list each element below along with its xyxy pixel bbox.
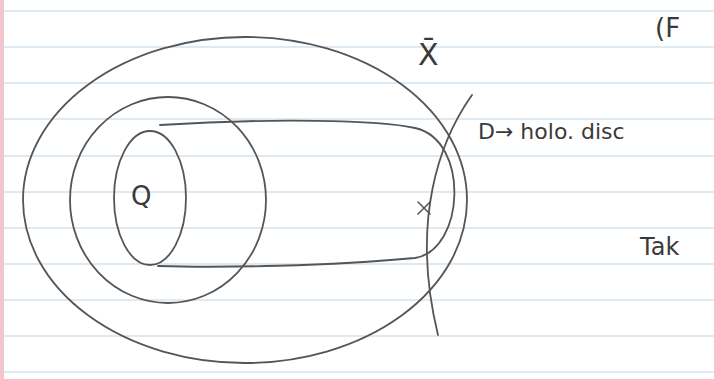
ruled-line [0,227,714,228]
note-text: (F [655,14,680,43]
node-label: X̄ [418,38,439,71]
inner-oval: Q [113,130,187,266]
cylinder-loop [158,121,454,267]
oval-line [114,131,186,265]
oval-outline [20,30,490,370]
ruled-line [0,371,714,372]
ruled-line [0,335,714,336]
disc-label: D→ holo. disc [478,120,625,144]
ruled-line [0,191,714,192]
ruled-line [0,155,714,156]
ruled-line [0,263,714,264]
ruled-line [0,299,714,300]
note-text: Tak [640,234,679,260]
middle-oval [70,97,266,303]
node-label: Q [131,182,151,211]
ruled-line [0,46,714,47]
ruled-line [0,82,714,83]
cross-mark [418,202,430,214]
ruled-line [0,10,714,11]
space-oval: X̄ Q [20,30,490,370]
oval-line [23,37,467,363]
margin-strip [0,0,4,379]
ruled-lines [0,11,714,372]
